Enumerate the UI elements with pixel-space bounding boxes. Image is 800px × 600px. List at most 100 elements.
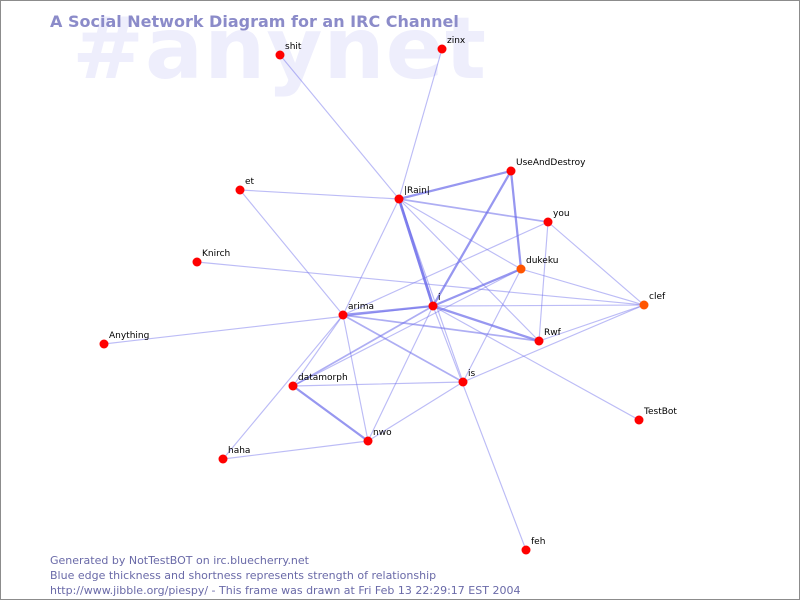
edge-i-datamorph	[292, 305, 434, 387]
node-label: Knirch	[202, 249, 230, 259]
edge-is-clef	[462, 304, 645, 383]
node-you[interactable]: you	[543, 209, 570, 227]
node-label: arima	[348, 302, 374, 312]
node-dot[interactable]	[639, 300, 649, 310]
node-label: you	[553, 209, 570, 219]
edge-Rain-is	[398, 198, 464, 383]
node-is[interactable]: is	[458, 369, 476, 387]
node-dot[interactable]	[218, 454, 228, 464]
edge-you-clef	[547, 221, 645, 306]
node-dot[interactable]	[235, 185, 245, 195]
node-dot[interactable]	[275, 50, 285, 60]
node-dot[interactable]	[506, 166, 516, 176]
edge-arima-nwo	[342, 314, 369, 442]
footer-generated-by: Generated by NotTestBOT on irc.bluecherr…	[50, 554, 309, 567]
edge-arima-i	[341, 304, 435, 317]
edge-you-arima	[342, 221, 549, 316]
footer: Generated by NotTestBOT on irc.bluecherr…	[50, 553, 520, 598]
node-haha[interactable]: haha	[218, 446, 251, 464]
edge-et-Rain	[239, 189, 400, 200]
edge-Rain-i	[397, 197, 435, 308]
node-label: TestBot	[643, 407, 677, 417]
node-label: |Rain|	[404, 186, 430, 196]
node-label: UseAndDestroy	[516, 158, 586, 168]
channel-watermark: #anynet	[72, 0, 488, 99]
node-et[interactable]: et	[235, 177, 255, 195]
node-TestBot[interactable]: TestBot	[634, 407, 678, 425]
node-arima[interactable]: arima	[338, 302, 375, 320]
node-dot[interactable]	[458, 377, 468, 387]
edge-Rain-you	[398, 198, 549, 223]
edge-Rain-arima	[342, 198, 400, 316]
edge-i-feh	[432, 305, 527, 551]
edge-shit-Rain	[279, 54, 400, 200]
node-dot[interactable]	[99, 339, 109, 349]
node-label: i	[438, 293, 441, 303]
footer-timestamp: http://www.jibble.org/piespy/ - This fra…	[50, 584, 521, 597]
edge-Rain-dukeku	[398, 198, 522, 270]
edge-et-arima	[239, 189, 344, 316]
node-feh[interactable]: feh	[521, 537, 546, 555]
edge-Rwf-clef	[538, 304, 645, 342]
edge-is-datamorph	[292, 381, 464, 387]
diagram-title: A Social Network Diagram for an IRC Chan…	[50, 12, 459, 31]
node-label: Rwf	[544, 328, 562, 338]
node-zinx[interactable]: zinx	[437, 36, 466, 54]
node-shit[interactable]: shit	[275, 42, 302, 60]
node-Rain[interactable]: |Rain|	[394, 186, 430, 204]
node-label: dukeku	[526, 256, 558, 266]
edge-arima-haha	[222, 314, 344, 460]
node-dot[interactable]	[363, 436, 373, 446]
edge-datamorph-nwo	[291, 384, 370, 443]
edge-you-Rwf	[538, 221, 549, 342]
edge-Rain-Rwf	[398, 198, 540, 342]
edge-nwo-haha	[222, 440, 369, 460]
node-label: Anything	[109, 331, 149, 341]
edge-zinx-Rain	[398, 48, 443, 200]
edge-i-clef	[432, 304, 645, 307]
node-dot[interactable]	[521, 545, 531, 555]
edge-Knirch-clef	[196, 261, 645, 306]
node-dot[interactable]	[394, 194, 404, 204]
node-dot[interactable]	[543, 217, 553, 227]
node-datamorph[interactable]: datamorph	[288, 373, 348, 391]
node-label: is	[468, 369, 476, 379]
node-clef[interactable]: clef	[639, 292, 666, 310]
edge-i-nwo	[367, 305, 434, 442]
node-label: et	[245, 177, 255, 187]
node-dukeku[interactable]: dukeku	[516, 256, 559, 274]
edge-arima-Rwf	[342, 314, 540, 342]
node-dot[interactable]	[192, 257, 202, 267]
edge-UseAndDestroy-i	[431, 169, 513, 308]
node-dot[interactable]	[534, 336, 544, 346]
node-label: nwo	[373, 428, 392, 438]
node-Knirch[interactable]: Knirch	[192, 249, 231, 267]
node-dot[interactable]	[634, 415, 644, 425]
edge-UseAndDestroy-dukeku	[509, 169, 523, 271]
edge-is-nwo	[367, 381, 464, 442]
node-Anything[interactable]: Anything	[99, 331, 150, 349]
node-UseAndDestroy[interactable]: UseAndDestroy	[506, 158, 587, 176]
edge-i-Rwf	[431, 304, 541, 343]
node-label: shit	[285, 42, 302, 52]
edge-i-TestBot	[432, 305, 640, 421]
node-dot[interactable]	[288, 381, 298, 391]
edge-dukeku-clef	[520, 268, 645, 306]
node-label: zinx	[447, 36, 466, 46]
node-dot[interactable]	[338, 310, 348, 320]
node-dot[interactable]	[437, 44, 447, 54]
footer-legend-note: Blue edge thickness and shortness repres…	[50, 569, 437, 582]
edge-arima-is	[342, 314, 464, 383]
node-dot[interactable]	[428, 301, 438, 311]
edges-layer	[103, 48, 645, 551]
node-label: datamorph	[298, 373, 348, 383]
node-Rwf[interactable]: Rwf	[534, 328, 562, 346]
node-label: clef	[649, 292, 666, 302]
edge-arima-datamorph	[292, 314, 344, 387]
edge-dukeku-datamorph	[292, 268, 522, 387]
node-label: haha	[228, 446, 250, 456]
node-nwo[interactable]: nwo	[363, 428, 393, 446]
edge-Rain-UseAndDestroy	[397, 169, 513, 201]
node-dot[interactable]	[516, 264, 526, 274]
node-i[interactable]: i	[428, 293, 441, 311]
